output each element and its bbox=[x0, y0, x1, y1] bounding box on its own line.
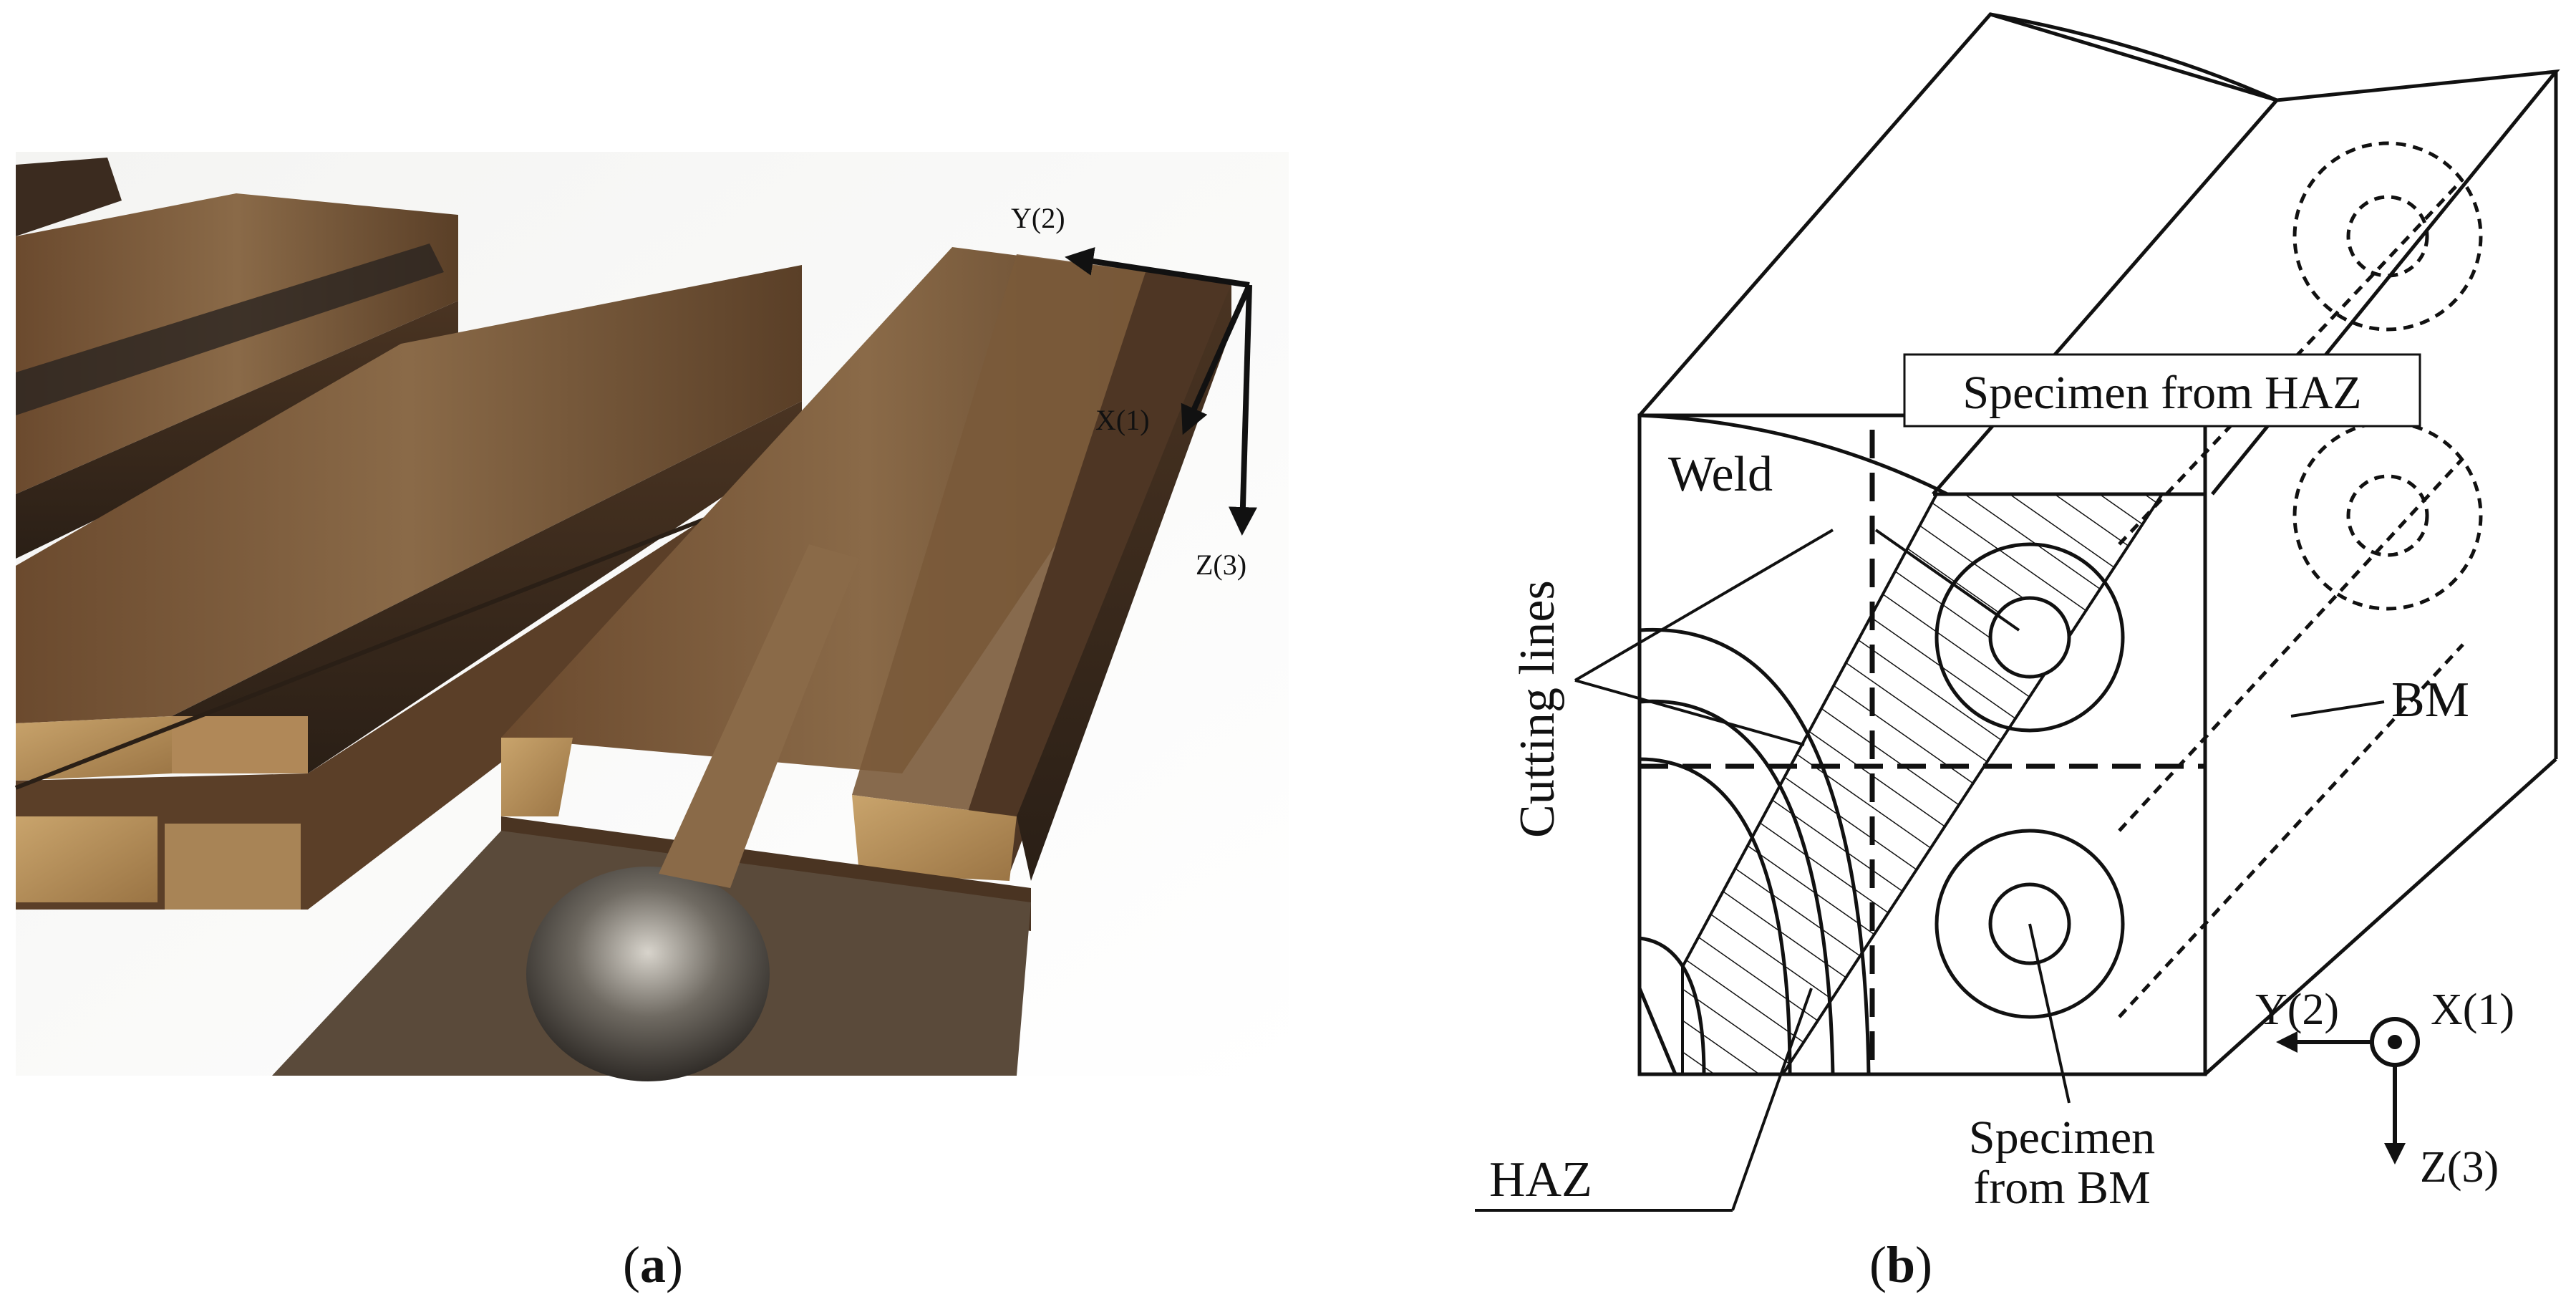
haz-specimen-outer bbox=[1935, 542, 2125, 733]
axis-y-label: Y(2) bbox=[1011, 202, 1065, 234]
rear-circles bbox=[2118, 141, 2483, 1018]
panel-a-photo: Y(2) X(1) Z(3) bbox=[14, 152, 1289, 1081]
label-specimen-bm-2: from BM bbox=[1973, 1162, 2151, 1214]
axis-y-arrow bbox=[1065, 247, 1250, 288]
panel-b-axes bbox=[2276, 1017, 2420, 1164]
caption-a: (a) bbox=[623, 1236, 683, 1293]
caption-a-letter: a bbox=[640, 1236, 666, 1293]
specimen-haz-box bbox=[1903, 353, 2421, 428]
haz-specimen-inner bbox=[1988, 596, 2071, 679]
label-bm: BM bbox=[2391, 672, 2469, 728]
panel-a-axes bbox=[1065, 247, 1257, 536]
bar-group-middle bbox=[14, 265, 802, 910]
axis-z-label-b: Z(3) bbox=[2420, 1143, 2499, 1192]
bar-group-back bbox=[16, 158, 458, 559]
caption-b: (b) bbox=[1869, 1236, 1932, 1293]
panel-b-diagram bbox=[1475, 12, 2560, 1212]
cutting-lines bbox=[1640, 430, 2205, 1074]
bm-specimen-outer bbox=[1935, 829, 2125, 1019]
axis-x-label-b: X(1) bbox=[2431, 985, 2514, 1034]
axis-z-label: Z(3) bbox=[1196, 549, 1246, 581]
axis-y-label-b: Y(2) bbox=[2255, 985, 2339, 1034]
label-haz: HAZ bbox=[1489, 1152, 1592, 1207]
axis-x-arrow bbox=[1181, 284, 1252, 435]
label-weld: Weld bbox=[1668, 447, 1773, 502]
caption-b-letter: b bbox=[1887, 1236, 1915, 1293]
weld-bead bbox=[526, 867, 770, 1081]
bar-group-front bbox=[272, 247, 1231, 1081]
axis-x-label: X(1) bbox=[1095, 404, 1150, 436]
label-specimen-haz: Specimen from HAZ bbox=[1962, 367, 2361, 419]
bm-specimen-inner bbox=[1988, 882, 2071, 965]
label-cutting-lines: Cutting lines bbox=[1510, 580, 1565, 838]
axis-z-arrow bbox=[1228, 284, 1257, 536]
leader-lines bbox=[1475, 529, 2385, 1212]
label-specimen-bm-1: Specimen bbox=[1969, 1111, 2155, 1164]
